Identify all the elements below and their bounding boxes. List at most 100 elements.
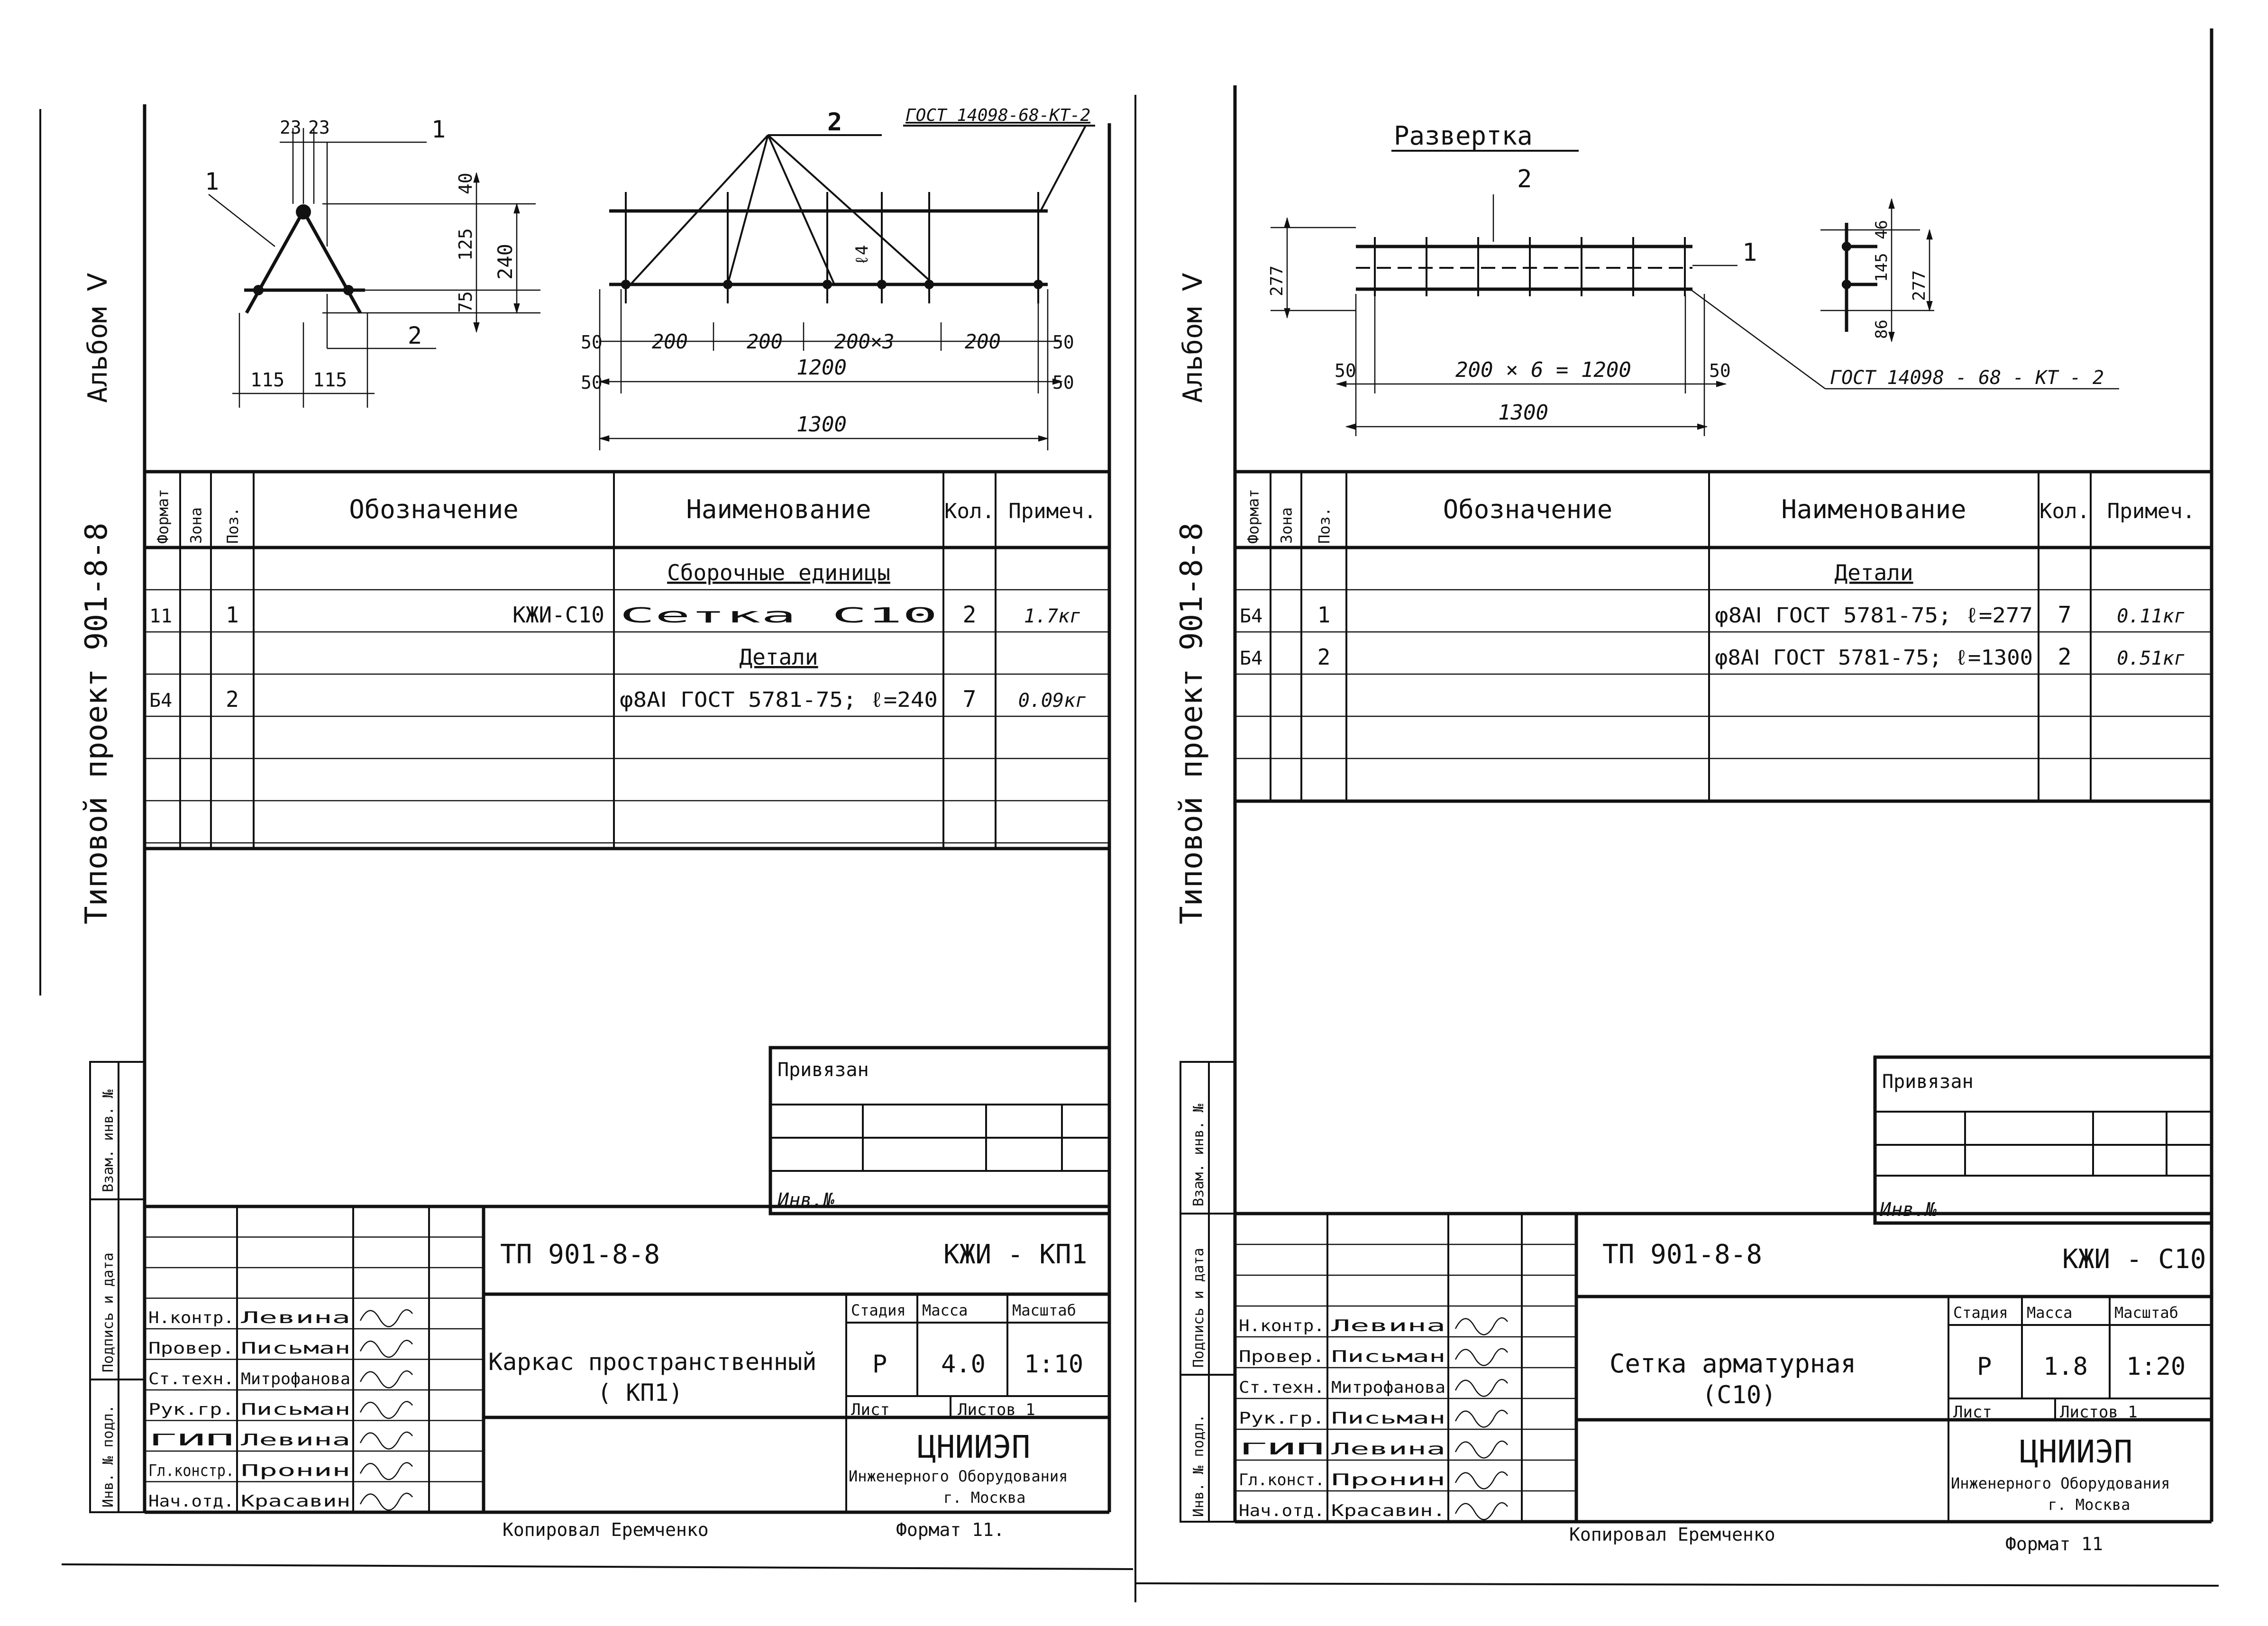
gost-weld-note: ГОСТ 14098-68-КТ-2 [905, 106, 1090, 125]
binding-box-left: Привязан Инв.№ [768, 1046, 1111, 1215]
frame-section-view: 23 23 1 1 2 40 125 75 240 [205, 116, 540, 408]
project-label: Типовой проект 901-8-8 [79, 522, 114, 924]
signature-scribble [359, 1340, 413, 1358]
dim-50-row2-right: 50 [1052, 372, 1074, 393]
signature-scribble [359, 1309, 413, 1327]
staff-role: ГИП [1239, 1440, 1325, 1459]
staff-name: Левина [241, 1308, 350, 1327]
project-code-right: ТП 901-8-8 [1602, 1239, 1762, 1270]
scale-label: Масштаб [1012, 1301, 1076, 1319]
dim-200-b: 200 [747, 330, 783, 353]
signature-scribble [1454, 1317, 1508, 1335]
dim-50-mesh-left: 50 [1335, 360, 1356, 381]
spec-header-cell: Обозначение [1443, 494, 1613, 524]
staff-name: Митрофанова [241, 1370, 350, 1388]
leader-2-elevation: 2 [827, 108, 842, 137]
staff-role: Н.контр. [148, 1308, 234, 1327]
signature-scribble [1454, 1440, 1508, 1459]
spec-header-cell: Примеч. [1008, 499, 1096, 523]
staff-role: Ст.техн. [1239, 1378, 1325, 1397]
spec-cell-name: Детали [1834, 560, 1913, 585]
side-stamp-inv: Инв. № подл. [100, 1405, 117, 1507]
album-label: Альбом Ⅴ [82, 273, 113, 403]
org-city: г. Москва [943, 1489, 1025, 1507]
spec-cell-pos: 2 [226, 686, 239, 712]
mesh-development-view: Развертка 2 1 277 50 200 × 6 = 1200 50 [1267, 121, 2119, 436]
dim-50-right: 50 [1052, 332, 1074, 353]
stage-value: Р [872, 1350, 887, 1379]
signature-scribble [359, 1401, 413, 1419]
sheet-label: Лист [851, 1400, 890, 1419]
spec-header-cell: Примеч. [2107, 499, 2195, 523]
inv-no-label-right: Инв.№ [1879, 1199, 1937, 1221]
staff-name: Письман [1331, 1347, 1445, 1366]
leader-2-bottom: 2 [408, 322, 422, 349]
staff-role: Н.контр. [1239, 1316, 1325, 1335]
spec-cell-name: φ8АⅠ ГОСТ 5781-75; ℓ=277 [1715, 603, 2033, 628]
spec-cell-qty: 7 [2058, 602, 2072, 628]
weld-node [877, 280, 887, 289]
org-subtitle-right: Инженерного Оборудования [1951, 1474, 2170, 1492]
dim-240: 240 [494, 244, 517, 280]
org-subtitle: Инженерного Оборудования [849, 1467, 1068, 1485]
drawing-title-right: Сетка арматурная [1610, 1349, 1856, 1379]
dim-1200: 1200 [796, 356, 847, 380]
binding-label-right: Привязан [1882, 1071, 1974, 1093]
dim-40: 40 [455, 173, 476, 194]
staff-name: Письман [241, 1400, 350, 1419]
spec-cell-name: φ8АⅠ ГОСТ 5781-75; ℓ=240 [620, 688, 938, 712]
mass-value-right: 1.8 [2043, 1352, 2088, 1381]
spec-header-cell: Обозначение [349, 494, 519, 524]
side-stamp-inv-right: Инв. № подл. [1190, 1414, 1207, 1517]
org-name-right: ЦНИИЭП [2020, 1434, 2132, 1470]
dim-50-left: 50 [581, 332, 603, 353]
spec-header-cell: Формат [1244, 489, 1262, 544]
staff-role: Провер. [1239, 1347, 1325, 1366]
document-code: КЖИ - КП1 [943, 1239, 1087, 1270]
album-label-right: Альбом Ⅴ [1178, 273, 1208, 403]
mass-label: Масса [922, 1301, 968, 1319]
signature-scribble [1454, 1502, 1508, 1520]
spec-cell-qty: 7 [963, 686, 977, 713]
staff-role: Рук.гр. [1239, 1409, 1325, 1428]
spec-cell-note: 0.11кг [2117, 605, 2186, 627]
dim-1300-mesh: 1300 [1498, 401, 1548, 425]
dim-200x3: 200×3 [834, 330, 894, 353]
spec-header-cell: Наименование [1781, 494, 1966, 524]
frame-elevation-view: 2 ГОСТ 14098-68-КТ-2 ℓ4 50 200 200 200×3… [581, 106, 1095, 450]
staff-name: Митрофанова [1331, 1378, 1445, 1397]
staff-role: Гл.констр. [148, 1462, 234, 1480]
staff-name: Левина [1331, 1316, 1445, 1335]
dim-86: 86 [1872, 320, 1891, 339]
spec-cell-format: Б4 [1240, 605, 1262, 627]
spec-header-cell: Формат [154, 489, 172, 544]
side-stamp-replace-right: Взам. инв. № [1190, 1104, 1207, 1206]
dim-1300: 1300 [796, 412, 847, 437]
weld-node [621, 280, 631, 289]
spec-cell-name: Сетка С10 [620, 603, 938, 628]
spec-cell-note: 0.51кг [2117, 648, 2186, 669]
spec-cell-note: 1.7кг [1024, 605, 1081, 627]
mass-label-right: Масса [2027, 1304, 2072, 1322]
staff-name: Письман [241, 1339, 350, 1358]
dim-75: 75 [455, 291, 476, 313]
sheets-count-right: Листов 1 [2060, 1403, 2138, 1422]
spec-cell-format: 11 [149, 605, 172, 627]
spec-header-cell: Наименование [686, 494, 871, 524]
dim-277-left: 277 [1267, 265, 1287, 296]
spec-header-cell: Поз. [224, 507, 242, 544]
dim-23-a: 23 [280, 117, 302, 138]
spec-cell-format: Б4 [149, 690, 172, 712]
staff-name: Красавин. [1331, 1501, 1445, 1520]
development-title: Развертка [1394, 121, 1533, 151]
dim-115-a: 115 [250, 369, 284, 391]
spec-cell-qty: 2 [2058, 644, 2072, 670]
sheet-format: Формат 11. [896, 1519, 1005, 1540]
staff-role: Провер. [148, 1339, 234, 1358]
binding-box-right: Привязан Инв.№ [1873, 1055, 2213, 1225]
